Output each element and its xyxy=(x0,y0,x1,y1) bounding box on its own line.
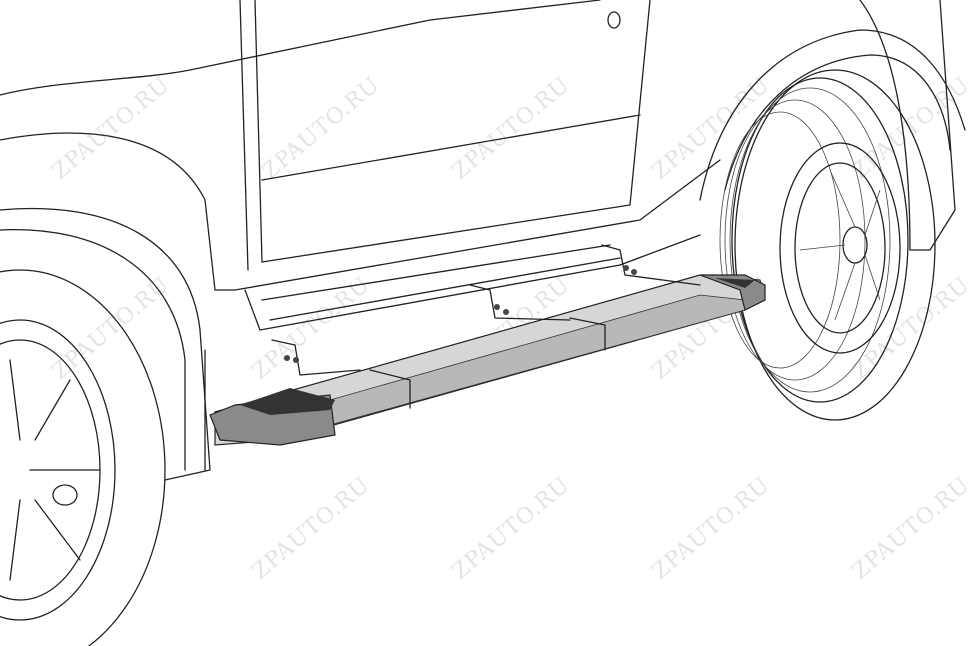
bolt-icon xyxy=(503,309,509,315)
bolt-icon xyxy=(494,304,500,310)
front-wheel xyxy=(719,69,936,421)
side-step xyxy=(209,244,766,446)
bolt-icon xyxy=(293,357,299,363)
rear-wheel xyxy=(0,269,166,646)
watermark: ZPAUTO.RU xyxy=(48,272,175,384)
bolt-icon xyxy=(623,265,629,271)
rear-step-pad xyxy=(715,278,755,288)
watermark: ZPAUTO.RU xyxy=(448,72,575,184)
watermark: ZPAUTO.RU xyxy=(648,472,775,584)
car-body xyxy=(0,0,966,481)
watermark: ZPAUTO.RU xyxy=(848,272,970,384)
bolt-icon xyxy=(284,355,290,361)
mounting-brackets xyxy=(271,244,701,376)
watermark: ZPAUTO.RU xyxy=(48,72,175,184)
bolt-icon xyxy=(631,269,637,275)
watermark: ZPAUTO.RU xyxy=(248,472,375,584)
step-pad xyxy=(240,388,335,415)
watermark: ZPAUTO.RU xyxy=(448,472,575,584)
watermark: ZPAUTO.RU xyxy=(848,472,970,584)
watermark: ZPAUTO.RU xyxy=(258,72,385,184)
